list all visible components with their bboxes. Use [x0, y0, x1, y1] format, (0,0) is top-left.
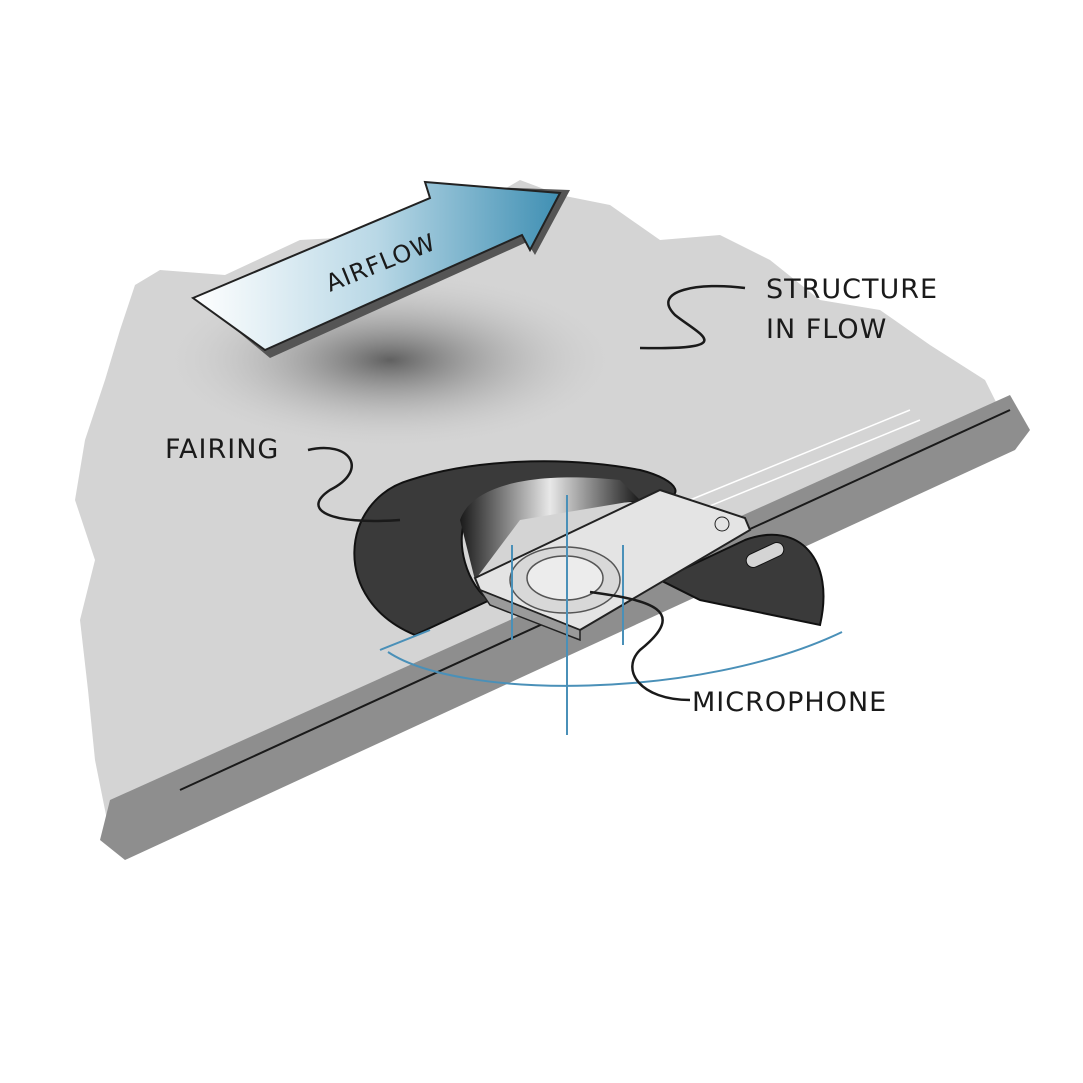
fairing-cone	[460, 477, 640, 580]
plate-hole	[714, 516, 730, 532]
microphone-label: MICROPHONE	[692, 687, 887, 718]
microphone-leader	[589, 590, 691, 702]
plate-side	[478, 588, 581, 642]
airflow-arrow: AIRFLOW	[190, 180, 570, 358]
structure-label-line2: IN FLOW	[766, 314, 887, 345]
leader-lines	[307, 284, 746, 702]
fairing-leader	[307, 446, 401, 523]
fairing-label: FAIRING	[165, 434, 279, 465]
tail-slot	[745, 542, 785, 568]
structure-leader	[639, 284, 746, 350]
measurement-axes	[379, 495, 843, 735]
groove-line	[689, 409, 921, 511]
microphone-diaphragm-inner	[526, 555, 604, 601]
structure-label-line1: STRUCTURE	[766, 274, 938, 305]
fairing-tail	[657, 534, 825, 627]
